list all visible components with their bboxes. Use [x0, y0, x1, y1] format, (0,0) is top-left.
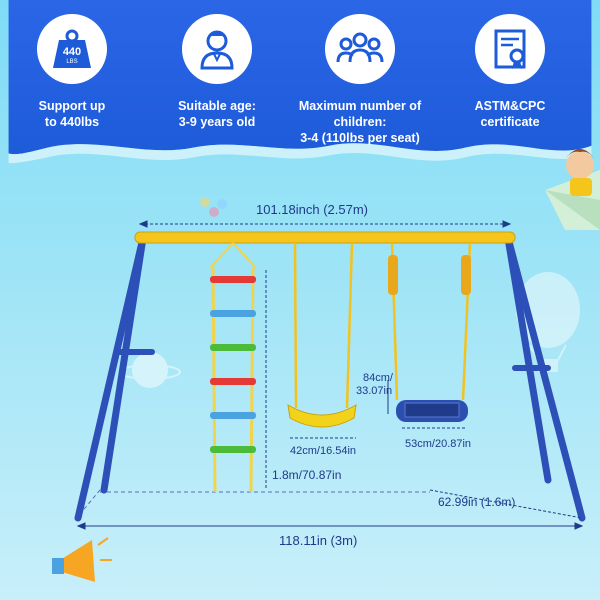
balloon-cluster-icon	[200, 197, 227, 217]
ladder-rung	[210, 310, 256, 317]
feature-age-line2: 3-9 years old	[178, 115, 256, 129]
feature-banner	[8, 0, 592, 164]
group-icon	[325, 14, 395, 84]
belt-swing	[287, 242, 357, 428]
feature-certificate: ASTM&CPC certificate	[440, 14, 580, 130]
feature-capacity: Maximum number of children: 3-4 (110lbs …	[275, 14, 445, 146]
feature-capacity-line2: 3-4 (110lbs per seat)	[300, 131, 420, 145]
feature-age: Suitable age: 3-9 years old	[147, 14, 287, 130]
rope-length-label-b: 33.07in	[356, 385, 393, 397]
child-figure-icon	[566, 149, 594, 196]
nest-width-label: 53cm/20.87in	[405, 438, 472, 450]
dimension-lines	[76, 220, 584, 530]
planet-icon	[119, 352, 181, 388]
ladder-rung	[210, 276, 256, 283]
base-width-label: 118.11in (3m)	[279, 533, 358, 548]
certificate-icon	[475, 14, 545, 84]
feature-certificate-line1: ASTM&CPC	[474, 99, 546, 113]
ladder-rung	[210, 412, 256, 419]
top-beam	[134, 231, 516, 244]
top-width-label: 101.18inch (2.57m)	[256, 202, 369, 217]
right-back-leg	[504, 234, 586, 522]
weight-icon: 440 LBS	[37, 14, 107, 84]
feature-certificate-line2: certificate	[480, 115, 540, 129]
weight-icon-unit: LBS	[66, 59, 77, 65]
feature-weight: 440 LBS Support up to 440lbs	[2, 14, 142, 130]
ladder-rung	[210, 344, 256, 351]
left-back-leg	[74, 234, 147, 522]
rope-ladder	[209, 242, 257, 493]
nest-swing	[388, 242, 472, 422]
right-front-leg	[504, 234, 552, 484]
feature-age-line1: Suitable age:	[178, 99, 256, 113]
rope-length-label-a: 84cm/	[363, 372, 393, 384]
height-label: 1.8m/70.87in	[272, 468, 342, 482]
weight-icon-value: 440	[63, 46, 81, 58]
feature-weight-line2: to 440lbs	[44, 115, 100, 129]
depth-label: 62.99in (1.6m)	[438, 495, 516, 509]
feature-capacity-line1: Maximum number of children:	[298, 99, 422, 129]
ladder-rung	[210, 378, 256, 385]
seat-width-label: 42cm/16.54in	[290, 445, 357, 457]
ladder-rung	[210, 446, 256, 453]
person-icon	[182, 14, 252, 84]
swing-seat	[287, 404, 357, 428]
feature-weight-line1: Support up	[38, 99, 106, 113]
megaphone-icon	[52, 537, 112, 582]
